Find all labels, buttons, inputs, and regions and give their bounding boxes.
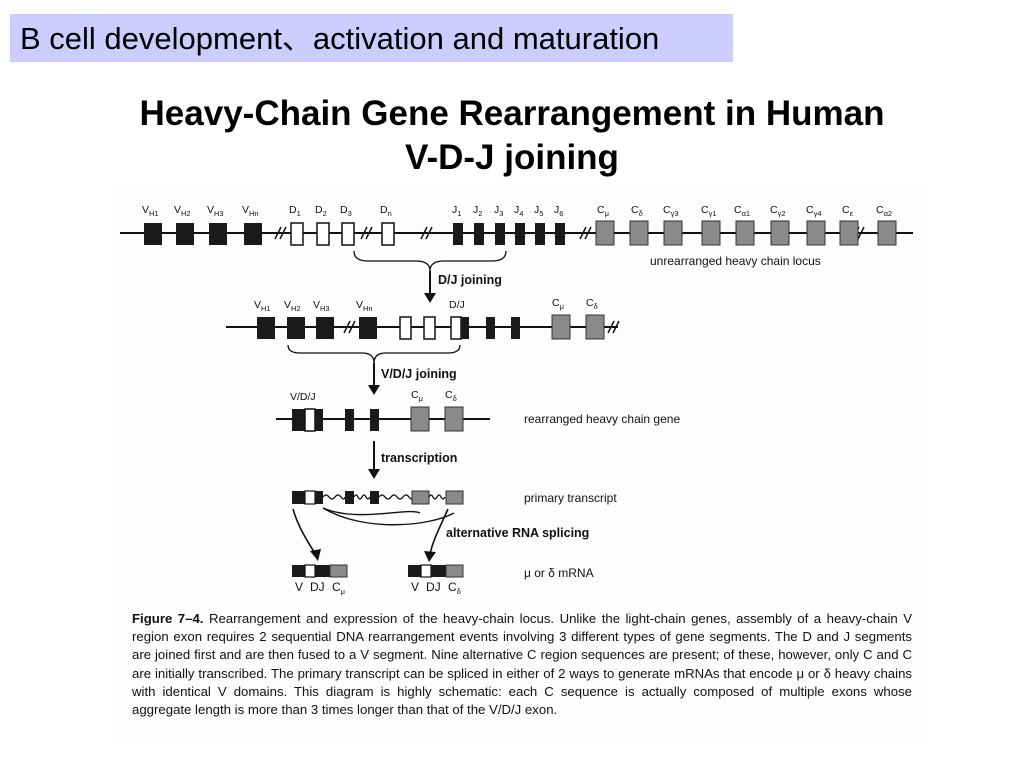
splice-arc-delta <box>322 507 455 526</box>
label-vhn: VHn <box>242 204 259 218</box>
arrowhead-v-dj <box>368 385 380 395</box>
row-mrna: V DJ Cμ V DJ Cδ μ or δ mRNA <box>292 564 594 596</box>
label-primary-transcript: primary transcript <box>524 491 617 505</box>
label-j5: J5 <box>534 204 543 218</box>
label-c-gamma1: Cγ1 <box>701 204 717 218</box>
label-j4: J4 <box>514 204 523 218</box>
label-j6: J6 <box>554 204 563 218</box>
label-unrearranged-locus: unrearranged heavy chain locus <box>650 254 821 268</box>
svg-text:VH1: VH1 <box>254 299 271 313</box>
label-rearranged-gene: rearranged heavy chain gene <box>524 412 680 426</box>
slide-title-line-2: V-D-J joining <box>405 138 619 177</box>
svg-text:VHn: VHn <box>356 299 373 313</box>
svg-text:Cδ: Cδ <box>445 389 457 403</box>
figure-caption-text: Rearrangement and expression of the heav… <box>132 611 912 718</box>
label-j3: J3 <box>494 204 503 218</box>
mrna1-v: V <box>295 580 303 594</box>
section-header: B cell development、activation and matura… <box>10 14 733 62</box>
step-alternative-splicing: alternative RNA splicing <box>446 526 589 540</box>
label-c-gamma3: Cγ3 <box>663 204 679 218</box>
label-dn: Dn <box>380 204 392 218</box>
label-c-delta: Cδ <box>631 204 643 218</box>
arrowhead-splice-right <box>424 551 436 562</box>
label-d1: D1 <box>289 204 301 218</box>
label-d3: D3 <box>340 204 352 218</box>
label-d2: D2 <box>315 204 327 218</box>
label-c-gamma2: Cγ2 <box>770 204 786 218</box>
label-vh3: VH3 <box>207 204 224 218</box>
svg-text:VH2: VH2 <box>284 299 301 313</box>
label-vdj: V/D/J <box>290 391 316 403</box>
label-dj: D/J <box>449 299 465 311</box>
label-c-gamma4: Cγ4 <box>806 204 822 218</box>
figure-number: Figure 7–4. <box>132 611 204 626</box>
label-c-alpha2: Cα2 <box>876 204 892 218</box>
label-c-mu: Cμ <box>597 204 609 218</box>
brace-v-dj <box>287 344 461 364</box>
splice-arc-mu <box>322 507 421 516</box>
row-primary-transcript: primary transcript <box>292 490 617 505</box>
mrna2-v: V <box>411 580 419 594</box>
mrna2-c: Cδ <box>448 580 461 596</box>
mrna1-c: Cμ <box>332 580 345 596</box>
label-vh2: VH2 <box>174 204 191 218</box>
row-after-dj: VH1 VH2 VH3 VHn D/J Cμ Cδ <box>226 297 620 340</box>
label-c-epsilon: Cε <box>842 204 854 218</box>
brace-d-j <box>353 250 507 272</box>
label-c-alpha1: Cα1 <box>734 204 750 218</box>
step-dj-joining: D/J joining <box>438 273 502 287</box>
arrow-splice-left <box>292 508 317 556</box>
arrowhead-splice-left <box>310 549 321 561</box>
slide-title-line-1: Heavy-Chain Gene Rearrangement in Human <box>139 94 885 133</box>
slide-title: Heavy-Chain Gene Rearrangement in Human … <box>0 92 1024 180</box>
arrowhead-transcription <box>368 469 380 479</box>
svg-text:Cμ: Cμ <box>411 389 423 403</box>
step-vdj-joining: V/D/J joining <box>381 367 457 381</box>
label-vh1: VH1 <box>142 204 159 218</box>
mrna2-dj: DJ <box>426 580 441 594</box>
figure-scan: VH1 VH2 VH3 VHn D1 D2 D3 Dn J1 J2 J3 J4 … <box>118 187 924 743</box>
row-rearranged-gene: V/D/J Cμ Cδ rearranged heavy chain gene <box>276 389 680 432</box>
label-j2: J2 <box>473 204 482 218</box>
figure-caption: Figure 7–4. Rearrangement and expression… <box>132 610 912 719</box>
label-mrna: μ or δ mRNA <box>524 566 594 580</box>
step-transcription: transcription <box>381 451 457 465</box>
arrowhead-d-j <box>424 293 436 303</box>
section-header-label: B cell development、activation and matura… <box>20 21 660 56</box>
svg-text:Cμ: Cμ <box>552 297 564 311</box>
svg-text:Cδ: Cδ <box>586 297 598 311</box>
label-j1: J1 <box>452 204 461 218</box>
svg-text:VH3: VH3 <box>313 299 330 313</box>
heavy-chain-diagram: VH1 VH2 VH3 VHn D1 D2 D3 Dn J1 J2 J3 J4 … <box>120 204 913 596</box>
row-unrearranged-locus: VH1 VH2 VH3 VHn D1 D2 D3 Dn J1 J2 J3 J4 … <box>120 204 913 268</box>
mrna1-dj: DJ <box>310 580 325 594</box>
